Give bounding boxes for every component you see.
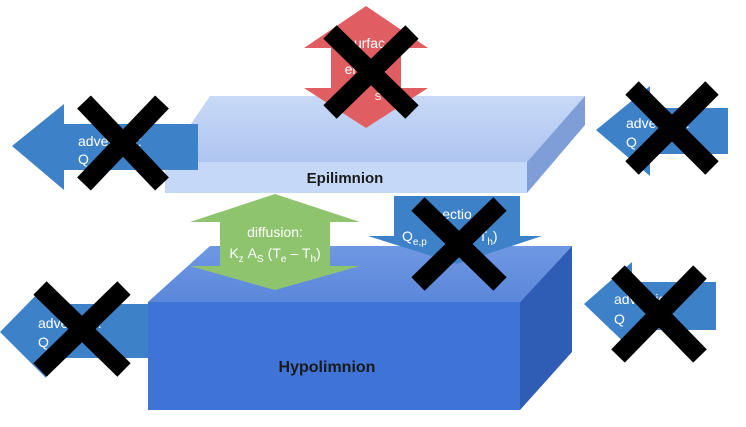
hypolimnion-side-face [520, 246, 572, 410]
diffusion-text-1: diffusion: [247, 224, 303, 240]
cross-marks [33, 25, 719, 377]
advection-epi-right-text-2: Q [626, 134, 637, 150]
epilimnion-top-face [165, 96, 585, 162]
advection-hypo-left-cross-icon [33, 281, 131, 377]
diffusion-arrow-shape [190, 194, 360, 290]
entrainment-cross-icon [411, 197, 507, 291]
advection-epi-right-cross-icon [625, 81, 719, 175]
epilimnion-layer: Epilimnion [165, 96, 585, 193]
advection-hypo-right-text-2: Q [614, 311, 625, 327]
epilimnion-front-face [165, 162, 527, 193]
advection-hypo-left-text-2: Q [38, 334, 49, 350]
advection-hypo-right-cross-icon [611, 265, 707, 363]
advection-epi-left-cross-icon [77, 95, 169, 191]
epilimnion-side-face [527, 96, 585, 193]
hypolimnion-front-face [148, 302, 520, 410]
surface-energy-text-3: S [375, 92, 382, 103]
epilimnion-label: Epilimnion [307, 170, 384, 187]
hypolimnion-label: Hypolimnion [279, 359, 376, 376]
surface-energy-cross-icon [323, 25, 419, 119]
entrainment-text-1: ectio [442, 206, 472, 222]
hypolimnion-top-face [148, 246, 572, 302]
